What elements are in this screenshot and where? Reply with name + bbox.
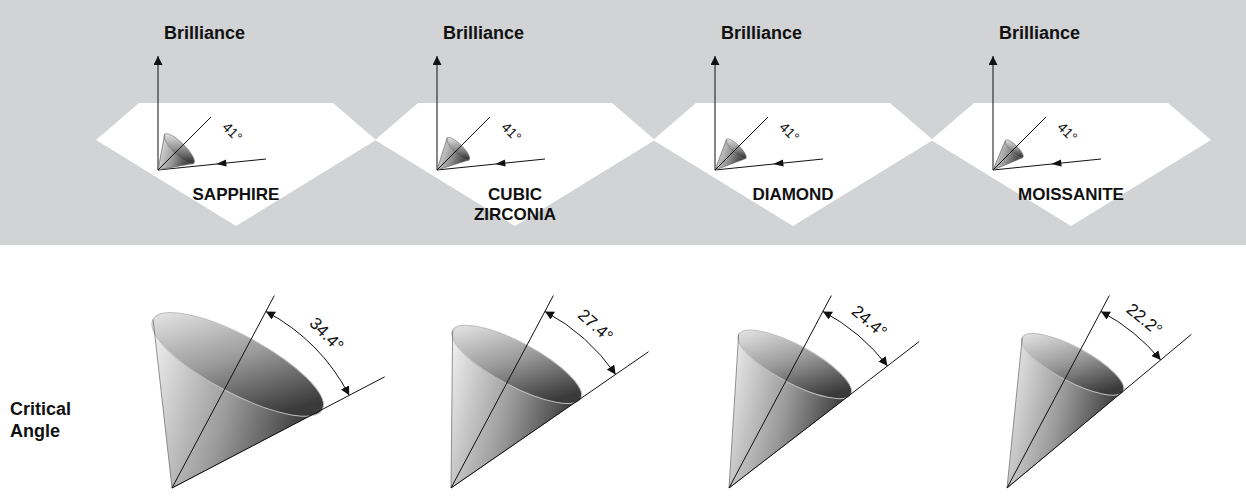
gem-shape [96,103,376,226]
angle-value: 27.4° [573,305,618,348]
angle-value: 24.4° [847,301,892,343]
ray-diagram [158,56,266,170]
gem-name: MOISSANITE [1006,185,1136,205]
brilliance-label: Brilliance [443,22,524,44]
gem-outline: 41°MOISSANITE [931,103,1211,226]
brilliance-label: Brilliance [721,22,802,44]
gem-shape [653,103,933,226]
gem-outline: 41°CUBIC ZIRCONIA [375,103,655,226]
angle-value: 22.2° [1121,299,1166,341]
gem-outline: 41°DIAMOND [653,103,933,226]
critical-angle-cone [442,296,648,488]
gem-name: SAPPHIRE [171,185,301,205]
gem-name: CUBIC ZIRCONIA [450,185,580,225]
gem-name: DIAMOND [728,185,858,205]
critical-angle-cone [729,296,919,488]
brilliance-label: Brilliance [999,22,1080,44]
gem-outline: 41°SAPPHIRE [96,103,376,226]
gem-shape [931,103,1211,226]
critical-angle-cone [1007,296,1191,488]
row-heading: Critical Angle [10,398,90,442]
brilliance-label: Brilliance [164,22,245,44]
ray-diagram [715,56,823,170]
ray-diagram [993,56,1101,170]
angle-value: 34.4° [304,313,348,357]
critical-angle-cone [140,294,385,488]
ray-diagram [437,56,545,170]
